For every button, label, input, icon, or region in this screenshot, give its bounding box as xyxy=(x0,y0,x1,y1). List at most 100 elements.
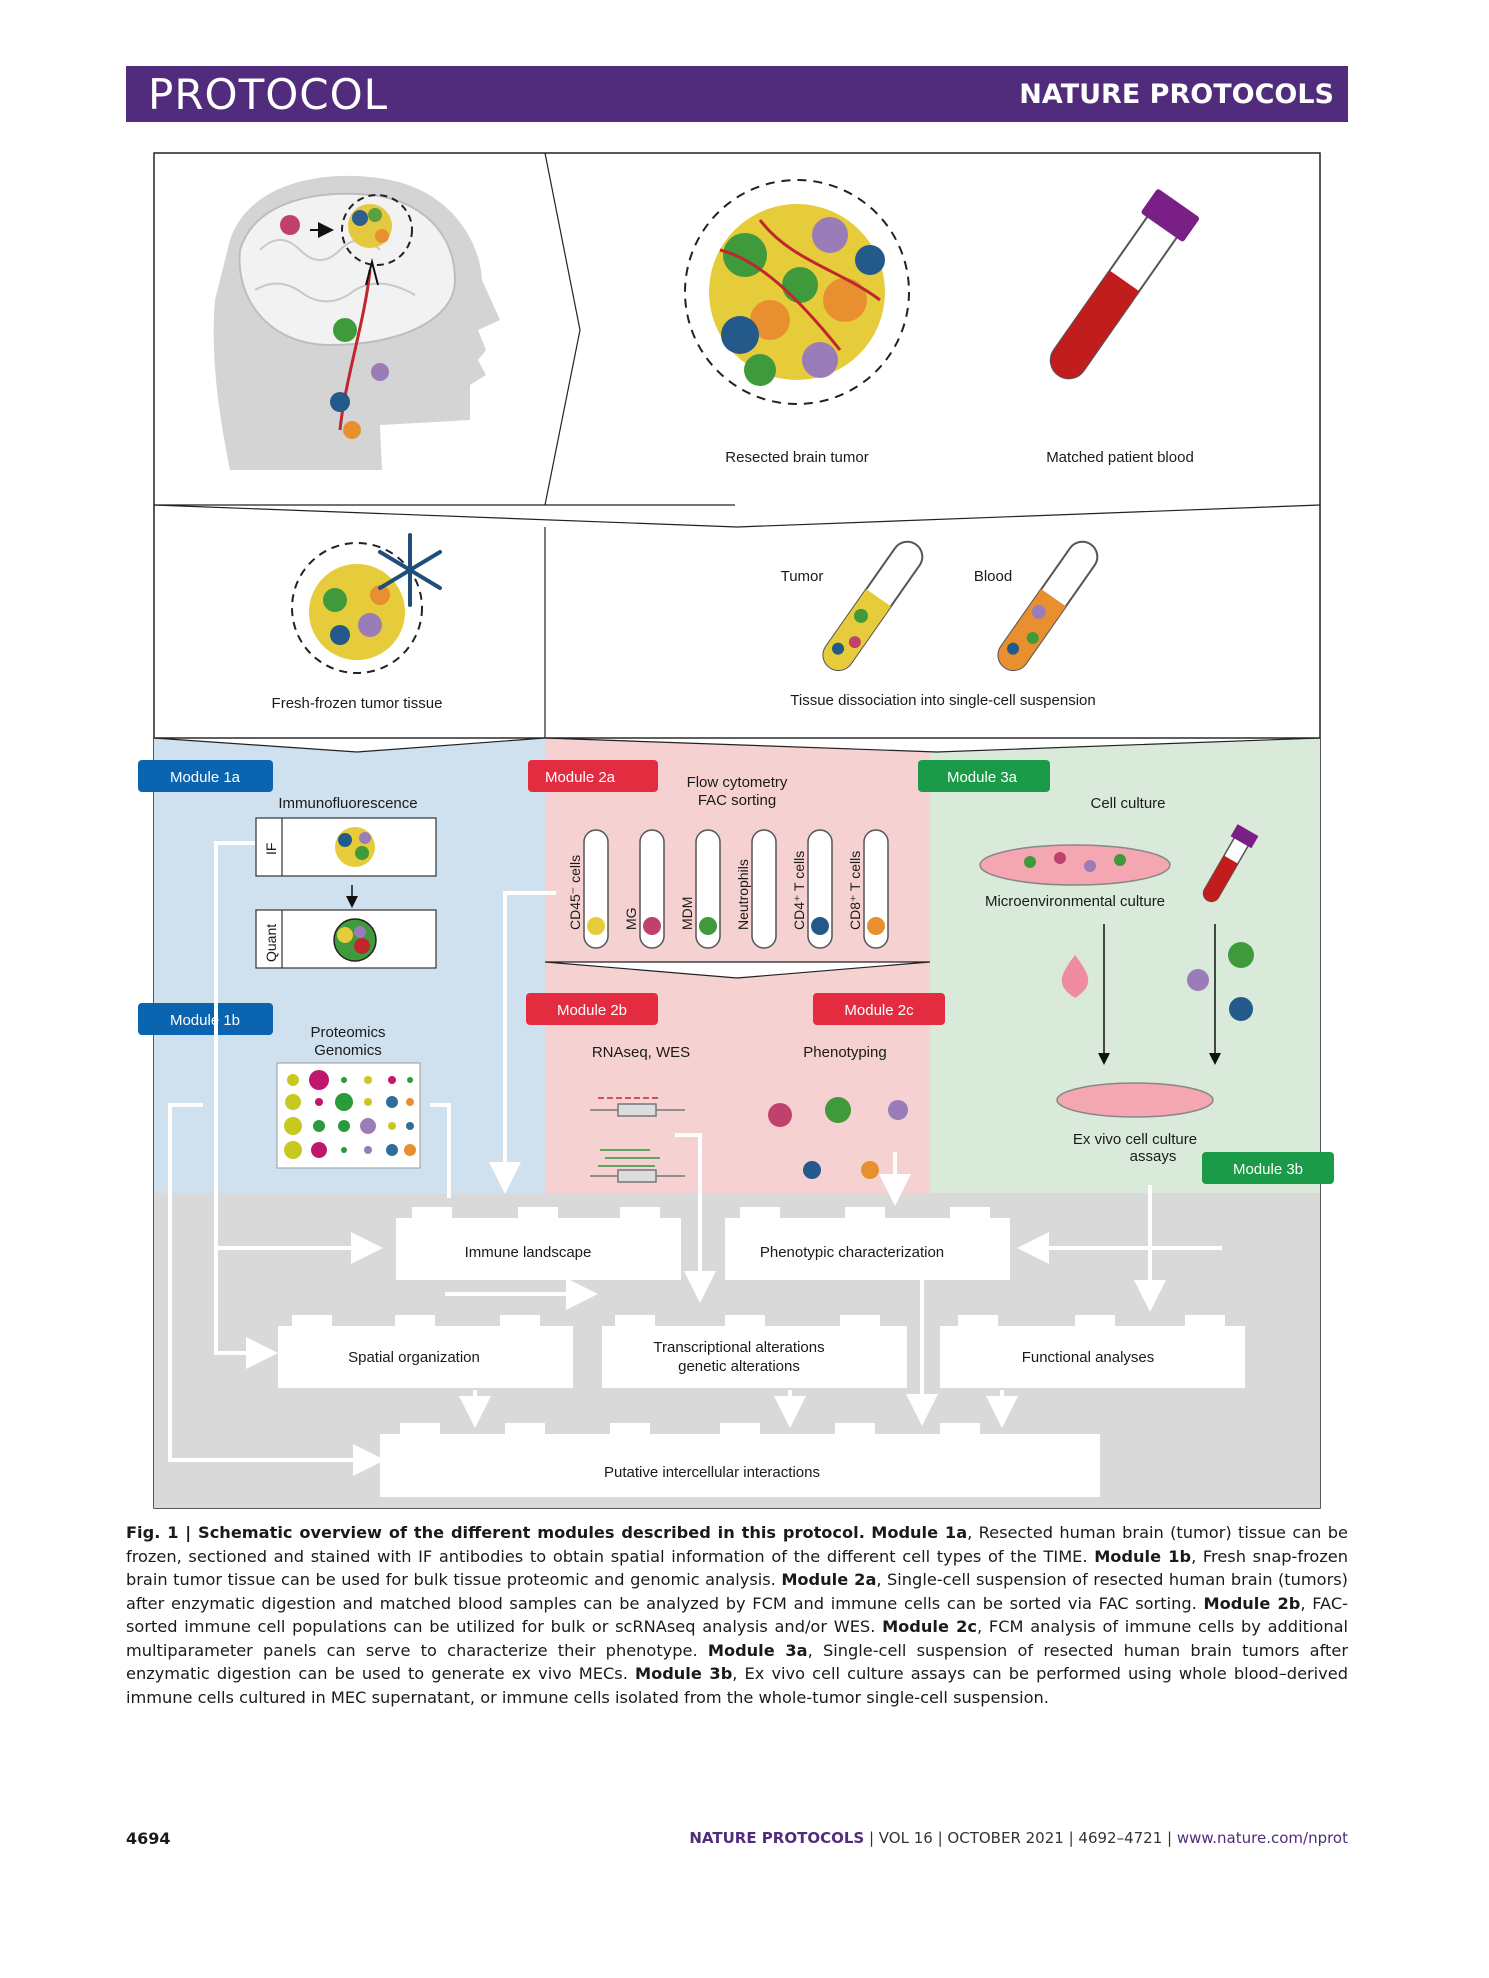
sorted-tube-label: MDM xyxy=(679,897,695,930)
sorted-tube-label: CD45⁻ cells xyxy=(567,855,583,930)
sorted-tube: CD45⁻ cells xyxy=(567,829,609,949)
svg-text:Module 3a: Module 3a xyxy=(947,769,1018,786)
module-2b-badge: Module 2b xyxy=(526,993,658,1025)
blood-suspension-tube-illustration xyxy=(997,540,1099,672)
label-exvivo-2: assays xyxy=(1130,1148,1177,1165)
page-number: 4694 xyxy=(126,1829,171,1848)
divider-chevron-1 xyxy=(153,504,1321,528)
sequencing-illustration xyxy=(590,1097,685,1183)
svg-text:Module 3b: Module 3b xyxy=(1233,1161,1303,1178)
label-proteomics: Proteomics xyxy=(310,1024,385,1041)
svg-text:Module 1b: Module 1b xyxy=(170,1012,240,1029)
module-3b-badge: Module 3b xyxy=(1202,1152,1334,1184)
label-resected-tumor: Resected brain tumor xyxy=(725,449,868,466)
blood-tube-illustration xyxy=(1049,189,1200,380)
box-spatial xyxy=(278,1315,573,1388)
sorted-tube: CD4⁺ T cells xyxy=(791,829,833,949)
head-illustration xyxy=(213,175,500,470)
label-genomics: Genomics xyxy=(314,1042,382,1059)
cell-blue xyxy=(1229,997,1253,1021)
label-transcriptional-1: Transcriptional alterations xyxy=(653,1339,824,1356)
caption-m3b: Module 3b xyxy=(634,1664,733,1683)
caption-m3b-text: , Ex vivo cell culture assays can be per… xyxy=(126,1664,1348,1707)
label-flow-cytometry: Flow cytometry xyxy=(687,774,788,791)
label-transcriptional-2: genetic alterations xyxy=(678,1358,800,1375)
sorted-tube-label: CD4⁺ T cells xyxy=(791,851,807,930)
label-functional: Functional analyses xyxy=(1022,1349,1155,1366)
sorted-tube: MDM xyxy=(679,829,721,949)
sorted-tube: CD8⁺ T cells xyxy=(847,829,889,949)
journal-name: NATURE PROTOCOLS xyxy=(1019,79,1334,110)
dot-matrix-illustration xyxy=(276,1062,421,1169)
label-phenotypic: Phenotypic characterization xyxy=(760,1244,944,1261)
label-tube-tumor: Tumor xyxy=(781,568,824,585)
svg-text:Module 2a: Module 2a xyxy=(545,769,616,786)
header-bar: PROTOCOL NATURE PROTOCOLS xyxy=(126,66,1348,122)
svg-text:Module 2b: Module 2b xyxy=(557,1002,627,1019)
module-2a-badge: Module 2a xyxy=(528,760,658,792)
exvivo-dish-illustration xyxy=(1056,1082,1214,1118)
caption-m2a-text: , Single-cell suspension of resected hum… xyxy=(126,1570,1348,1613)
cell-green xyxy=(1228,942,1254,968)
label-spatial: Spatial organization xyxy=(348,1349,480,1366)
sorted-tube-label: CD8⁺ T cells xyxy=(847,851,863,930)
label-micro-culture: Microenvironmental culture xyxy=(985,893,1165,910)
tumor-tube-illustration xyxy=(822,540,924,672)
footer-url[interactable]: www.nature.com/nprot xyxy=(1176,1829,1348,1847)
box-immune-landscape xyxy=(396,1207,681,1280)
label-rnaseq: RNAseq, WES xyxy=(592,1044,690,1061)
small-blood-tube-illustration xyxy=(1202,824,1259,903)
label-frozen-tissue: Fresh-frozen tumor tissue xyxy=(272,695,443,712)
caption-m1a: Module 1a xyxy=(871,1523,968,1542)
caption-m2a: Module 2a xyxy=(781,1570,877,1589)
footer-citation: NATURE PROTOCOLS | VOL 16 | OCTOBER 2021… xyxy=(689,1829,1348,1847)
culture-dish-illustration xyxy=(979,844,1171,886)
label-cell-culture: Cell culture xyxy=(1090,795,1165,812)
sorted-tube: Neutrophils xyxy=(735,829,777,949)
sorted-tube: MG xyxy=(623,829,665,949)
label-if: IF xyxy=(263,843,279,855)
module-1b-badge: Module 1b xyxy=(138,1003,273,1035)
caption-m2b: Module 2b xyxy=(1203,1593,1301,1613)
svg-text:Module 2c: Module 2c xyxy=(844,1002,914,1019)
label-dissociation: Tissue dissociation into single-cell sus… xyxy=(790,692,1095,709)
label-tube-blood: Blood xyxy=(974,568,1012,585)
label-putative: Putative intercellular interactions xyxy=(604,1464,820,1481)
caption-m2c-text: , FCM analysis of immune cells by additi… xyxy=(126,1617,1348,1660)
module-1a-badge: Module 1a xyxy=(138,760,273,792)
label-matched-blood: Matched patient blood xyxy=(1046,449,1194,466)
section-label: PROTOCOL xyxy=(148,70,389,119)
footer-journal: NATURE PROTOCOLS xyxy=(689,1829,865,1847)
caption-m3a-text: , Single-cell suspension of resected hum… xyxy=(126,1640,1348,1684)
frozen-tissue-illustration xyxy=(291,533,442,674)
caption-m1b-text: , Fresh snap-frozen brain tumor tissue c… xyxy=(126,1546,1349,1590)
caption-m1a-text: , Resected human brain (tumor) tissue ca… xyxy=(126,1523,1348,1566)
footer-date: OCTOBER 2021 xyxy=(947,1829,1064,1847)
phenotyping-cells-illustration xyxy=(768,1097,908,1179)
box-transcriptional xyxy=(602,1315,907,1388)
module-3a-badge: Module 3a xyxy=(918,760,1050,792)
box-functional xyxy=(940,1315,1245,1388)
svg-text:Module 1a: Module 1a xyxy=(170,769,241,786)
caption-m3a: Module 3a xyxy=(707,1640,808,1660)
divider-chevron-vertical xyxy=(544,152,581,506)
sorted-tube-label: MG xyxy=(623,907,639,930)
sorted-tube-label: Neutrophils xyxy=(735,859,751,930)
figure-caption: Fig. 1 | Schematic overview of the diffe… xyxy=(126,1521,1348,1709)
footer-sep: | xyxy=(864,1829,879,1847)
label-fac-sorting: FAC sorting xyxy=(698,792,776,809)
resected-tumor-illustration xyxy=(684,179,910,405)
footer-sep: | xyxy=(1063,1829,1079,1847)
supernatant-drop-icon xyxy=(1061,955,1089,998)
footer-sep: | xyxy=(932,1829,948,1847)
box-putative xyxy=(380,1423,1100,1497)
caption-fig-label: Fig. 1 | Schematic overview of the diffe… xyxy=(126,1523,865,1542)
label-phenotyping: Phenotyping xyxy=(803,1044,886,1061)
cell-purple xyxy=(1187,969,1209,991)
box-phenotypic xyxy=(725,1207,1010,1280)
footer-volume: VOL 16 xyxy=(878,1829,933,1847)
caption-m2b-text: , FAC-sorted immune cell populations can… xyxy=(126,1593,1348,1637)
label-quant: Quant xyxy=(263,924,279,962)
